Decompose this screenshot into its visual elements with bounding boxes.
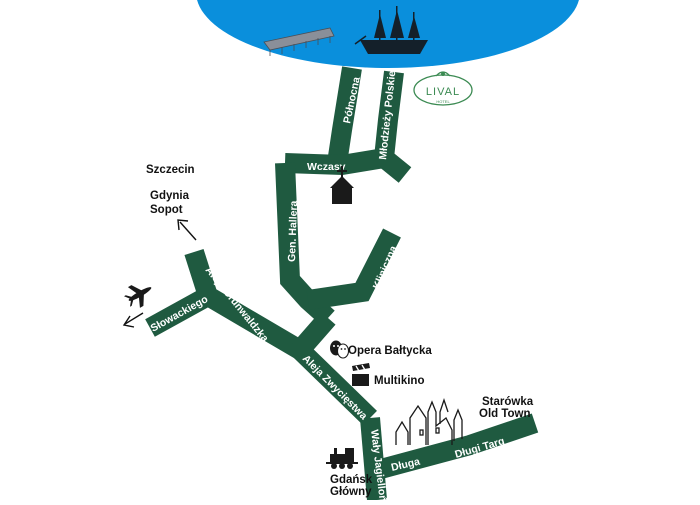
- place-opera: Opera Bałtycka: [348, 345, 432, 357]
- road-mlodziezy: [374, 70, 404, 160]
- theater-masks-icon: [330, 340, 350, 359]
- logo-subtitle: HOTEL: [436, 99, 450, 104]
- direction-szczecin: Szczecin: [146, 164, 195, 176]
- old-town-skyline-icon: [395, 397, 463, 445]
- direction-arrow-sw: [122, 312, 144, 328]
- airplane-icon: [124, 285, 152, 308]
- direction-gdynia: Gdynia: [150, 190, 190, 202]
- road-grunwaldzka: [184, 248, 306, 359]
- place-multikino: Multikino: [374, 375, 424, 387]
- street-label-wczasy: Wczasy: [307, 161, 346, 173]
- clapperboard-icon: [352, 363, 370, 386]
- logo-name: LIVAL: [426, 86, 460, 98]
- sea-area: [197, 0, 579, 68]
- road-waly: [360, 417, 387, 501]
- road-dluga: [374, 413, 539, 480]
- road-kliniczna: [306, 228, 401, 310]
- sailing-ship-icon: [354, 6, 428, 54]
- hotel-logo: LIVAL HOTEL: [413, 71, 473, 106]
- place-station-line2: Główny: [330, 486, 372, 498]
- pier-icon: [263, 27, 335, 56]
- road-network: [145, 66, 539, 501]
- place-oldtown-en: Old Town: [479, 408, 531, 420]
- road-slowackiego: [145, 287, 213, 337]
- road-hallera: [275, 162, 335, 326]
- place-station-line1: Gdańsk: [330, 474, 373, 486]
- street-label-hallera: Gen. Hallera: [286, 200, 300, 262]
- direction-arrow-nw: [177, 219, 197, 241]
- road-wczasy: [284, 147, 412, 183]
- church-icon: [330, 166, 354, 204]
- road-zwyciestwa: [286, 311, 377, 426]
- steam-locomotive-icon: [326, 448, 358, 469]
- direction-sopot: Sopot: [150, 204, 183, 216]
- place-oldtown-pl: Starówka: [482, 396, 534, 408]
- street-label-zwyciestwa: Aleja Zwycięstwa: [300, 353, 370, 423]
